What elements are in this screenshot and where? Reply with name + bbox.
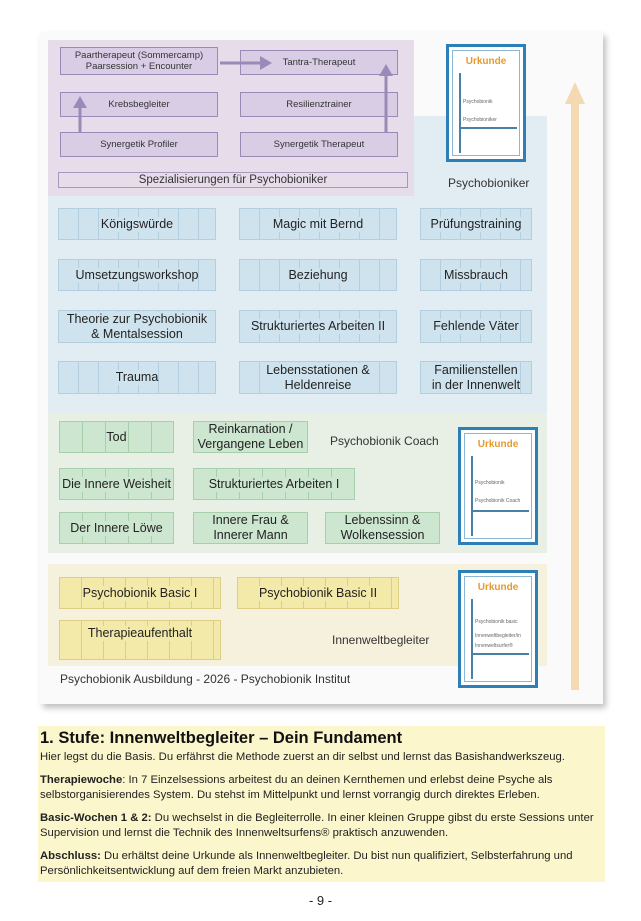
module-familienstellen: Familienstellen in der Innenwelt bbox=[420, 361, 532, 394]
module-koenigswuerde: Königswürde bbox=[58, 208, 216, 240]
module-pruefungstraining: Prüfungstraining bbox=[420, 208, 532, 240]
synergetik-therapeut-box: Synergetik Therapeut bbox=[240, 132, 398, 157]
module-trauma: Trauma bbox=[58, 361, 216, 394]
module-missbrauch: Missbrauch bbox=[420, 259, 532, 291]
module-basic-1: Psychobionik Basic I bbox=[59, 577, 221, 609]
abschluss-paragraph: Abschluss: Du erhältst deine Urkunde als… bbox=[40, 849, 573, 878]
module-umsetzungsworkshop: Umsetzungsworkshop bbox=[58, 259, 216, 291]
page-number: - 9 - bbox=[308, 893, 333, 908]
module-theorie: Theorie zur Psychobionik & Mentalsession bbox=[58, 310, 216, 343]
module-strukturiertes-arbeiten-2: Strukturiertes Arbeiten II bbox=[239, 310, 397, 343]
synergetik-profiler-box: Synergetik Profiler bbox=[60, 132, 218, 157]
module-fehlende-vaeter: Fehlende Väter bbox=[420, 310, 532, 343]
section-heading: 1. Stufe: Innenweltbegleiter – Dein Fund… bbox=[40, 729, 403, 747]
module-innere-frau-mann: Innere Frau & Innerer Mann bbox=[193, 512, 308, 544]
module-magic-mit-bernd: Magic mit Bernd bbox=[239, 208, 397, 240]
progression-arrow bbox=[565, 82, 585, 690]
innenwelt-level-label: Innenweltbegleiter bbox=[332, 633, 430, 647]
module-therapieaufenthalt: Therapieaufenthalt bbox=[59, 620, 221, 660]
module-innere-weisheit: Die Innere Weisheit bbox=[59, 468, 174, 500]
specialization-arrows bbox=[73, 56, 393, 132]
therapiewoche-paragraph: Therapiewoche: In 7 Einzelsessions arbei… bbox=[40, 773, 553, 802]
module-lebensstationen: Lebensstationen & Heldenreise bbox=[239, 361, 397, 394]
certificate-psychobioniker: Urkunde Psychobionik Psychobioniker bbox=[446, 44, 526, 162]
intro-paragraph: Hier legst du die Basis. Du erfährst die… bbox=[40, 751, 565, 763]
tantra-box: Tantra-Therapeut bbox=[240, 50, 398, 75]
krebsbegleiter-box: Krebsbegleiter bbox=[60, 92, 218, 117]
module-tod: Tod bbox=[59, 421, 174, 453]
basic-wochen-paragraph: Basic-Wochen 1 & 2: Du wechselst in die … bbox=[40, 811, 594, 840]
specializations-label: Spezialisierungen für Psychobioniker bbox=[58, 172, 408, 188]
training-diagram: Paartherapeut (Sommercamp) Paarsession +… bbox=[40, 32, 603, 704]
psychobioniker-level-label: Psychobioniker bbox=[448, 176, 530, 190]
diagram-caption: Psychobionik Ausbildung - 2026 - Psychob… bbox=[60, 672, 351, 686]
module-strukturiertes-arbeiten-1: Strukturiertes Arbeiten I bbox=[193, 468, 355, 500]
certificate-coach: Urkunde Psychobionik Psychobionik Coach bbox=[458, 427, 538, 545]
coach-level-label: Psychobionik Coach bbox=[330, 434, 439, 448]
module-basic-2: Psychobionik Basic II bbox=[237, 577, 399, 609]
paartherapeut-box: Paartherapeut (Sommercamp) Paarsession +… bbox=[60, 47, 218, 75]
certificate-title: Urkunde bbox=[477, 439, 519, 450]
module-lebenssinn: Lebenssinn & Wolkensession bbox=[325, 512, 440, 544]
module-innerer-loewe: Der Innere Löwe bbox=[59, 512, 174, 544]
certificate-title: Urkunde bbox=[465, 56, 507, 67]
certificate-title: Urkunde bbox=[477, 582, 519, 593]
certificate-innenweltbegleiter: Urkunde Psychobionik basic Innenweltbegl… bbox=[458, 570, 538, 688]
module-beziehung: Beziehung bbox=[239, 259, 397, 291]
module-reinkarnation: Reinkarnation / Vergangene Leben bbox=[193, 421, 308, 453]
description-panel: 1. Stufe: Innenweltbegleiter – Dein Fund… bbox=[38, 726, 605, 882]
resilienztrainer-box: Resilienztrainer bbox=[240, 92, 398, 117]
